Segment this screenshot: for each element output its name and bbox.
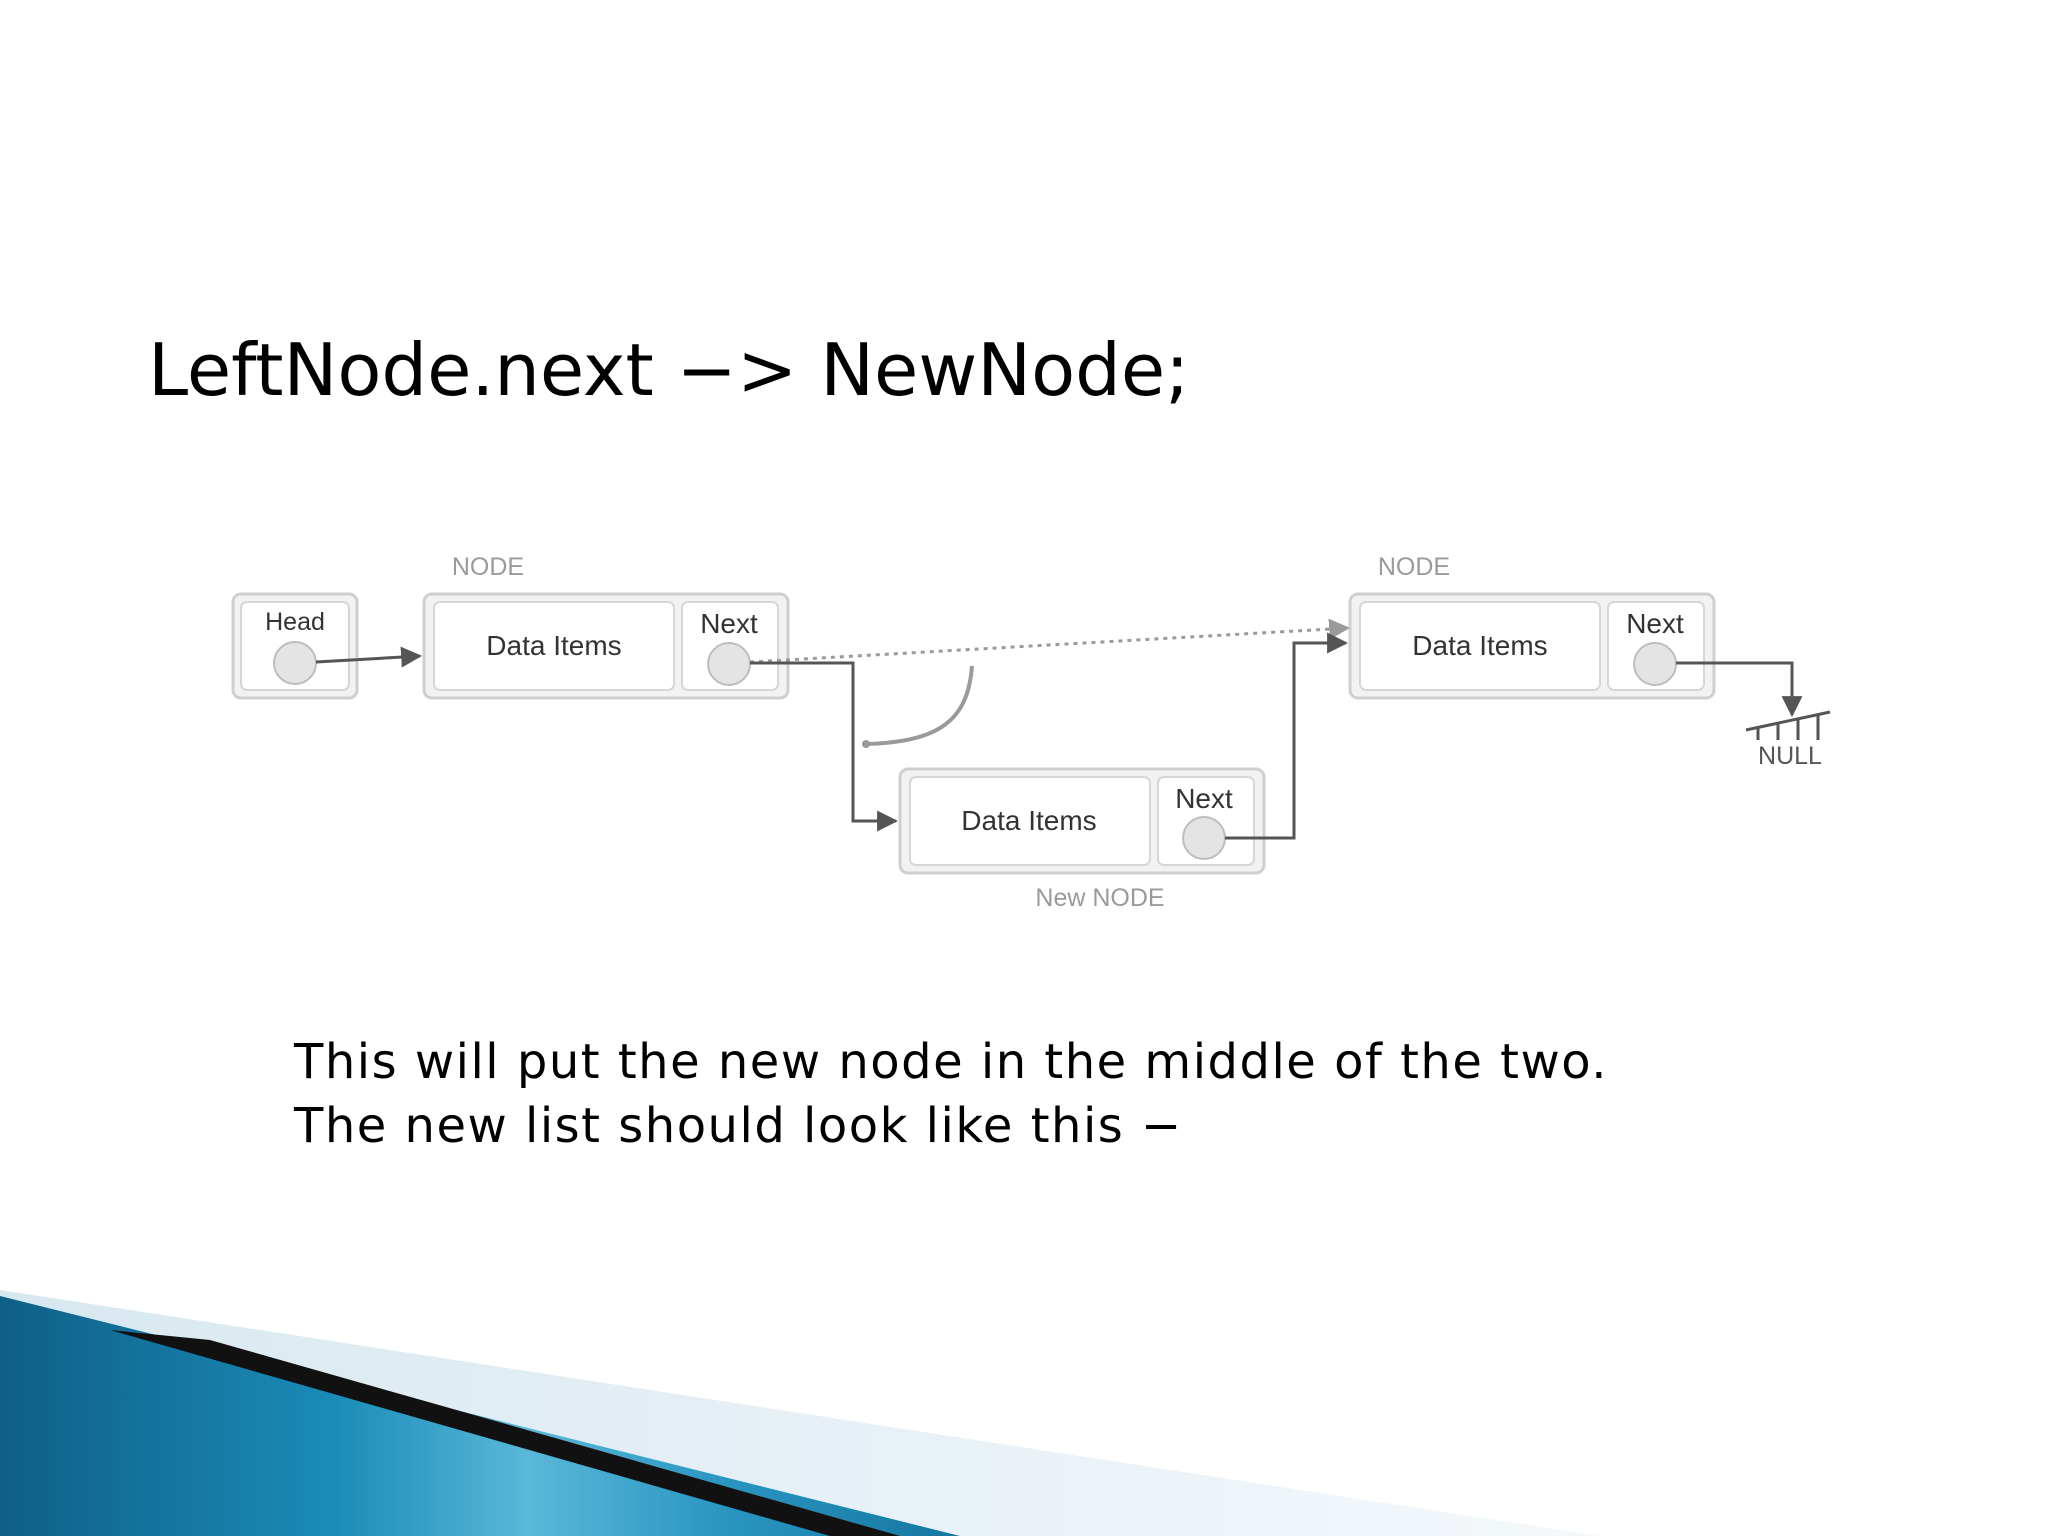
left-node-caption: NODE — [452, 553, 524, 581]
body-text: This will put the new node in the middle… — [294, 1030, 1608, 1158]
right-node-data-label: Data Items — [1412, 630, 1547, 661]
left-node-to-new-node-arrow — [750, 661, 899, 832]
left-node-next-label: Next — [700, 608, 758, 639]
right-node-caption: NODE — [1378, 553, 1450, 581]
left-node: Data Items Next — [422, 592, 790, 700]
head-to-left-node-arrow — [315, 646, 423, 668]
head-pointer-dot — [273, 641, 317, 685]
body-line-2: The new list should look like this − — [294, 1098, 1183, 1154]
new-node-to-right-node-arrow — [1225, 632, 1349, 840]
null-symbol — [1745, 710, 1831, 740]
left-node-to-right-node-old-link — [749, 618, 1351, 664]
right-node: Data Items Next — [1348, 592, 1716, 700]
body-line-1: This will put the new node in the middle… — [294, 1034, 1608, 1090]
new-node-caption: New NODE — [1035, 884, 1164, 912]
redirect-curve-arrow — [865, 665, 974, 746]
left-node-data-label: Data Items — [486, 630, 621, 661]
right-node-to-null-arrow — [1676, 661, 1803, 718]
new-node-next-label: Next — [1175, 783, 1233, 814]
redirect-curve-tip — [862, 740, 870, 748]
new-node-data-label: Data Items — [961, 805, 1096, 836]
black-stripe — [110, 1330, 900, 1536]
new-node: Data Items Next — [898, 767, 1266, 875]
right-node-next-dot — [1633, 642, 1677, 686]
right-node-next-label: Next — [1626, 608, 1684, 639]
head-box: Head — [231, 592, 359, 700]
head-label: Head — [265, 608, 325, 636]
slide-title: LeftNode.next −> NewNode; — [148, 328, 1190, 412]
left-node-next-dot — [707, 642, 751, 686]
null-label: NULL — [1758, 742, 1822, 770]
new-node-next-dot — [1182, 816, 1226, 860]
